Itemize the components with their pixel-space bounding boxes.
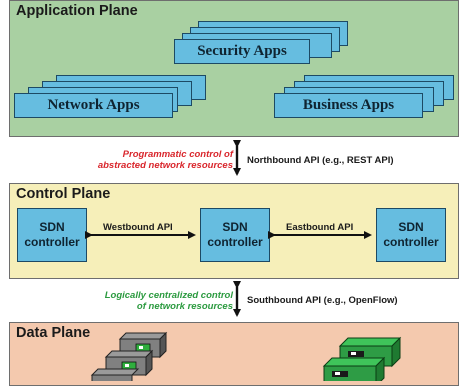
- controller-label-line1: SDN: [39, 220, 65, 234]
- northbound-note: Programmatic control of abstracted netwo…: [98, 149, 233, 171]
- security-apps-box: Security Apps: [174, 39, 310, 64]
- data-plane-title: Data Plane: [16, 325, 91, 341]
- northbound-note-line1: Programmatic control of: [122, 149, 233, 160]
- sdn-controller-center: SDN controller: [200, 208, 270, 262]
- southbound-note-line1: Logically centralized control: [104, 290, 233, 301]
- southbound-note: Logically centralized control of network…: [105, 290, 233, 312]
- southbound-note-line2: of network resources: [136, 301, 233, 312]
- gray-switch-stack-icon: [90, 331, 168, 381]
- southbound-api-label: Southbound API (e.g., OpenFlow): [247, 295, 398, 306]
- sdn-controller-left: SDN controller: [17, 208, 87, 262]
- northbound-api-label: Northbound API (e.g., REST API): [247, 155, 394, 166]
- northbound-note-line2: abstracted network resources: [97, 160, 233, 171]
- eastbound-api-label: Eastbound API: [286, 222, 354, 233]
- green-switch-stack-icon: [322, 336, 402, 381]
- controller-label-line1: SDN: [398, 220, 424, 234]
- controller-label-line2: controller: [383, 235, 439, 249]
- controller-label-line1: SDN: [222, 220, 248, 234]
- control-plane-title: Control Plane: [16, 186, 111, 202]
- application-plane-title: Application Plane: [16, 3, 138, 19]
- business-apps-box: Business Apps: [274, 93, 423, 118]
- controller-label-line2: controller: [207, 235, 263, 249]
- network-apps-box: Network Apps: [14, 93, 173, 118]
- controller-label-line2: controller: [24, 235, 80, 249]
- application-plane: Application Plane Security Apps Network …: [9, 0, 459, 137]
- westbound-api-label: Westbound API: [103, 222, 173, 233]
- control-plane: Control Plane SDN controller SDN control…: [9, 183, 459, 279]
- sdn-controller-right: SDN controller: [376, 208, 446, 262]
